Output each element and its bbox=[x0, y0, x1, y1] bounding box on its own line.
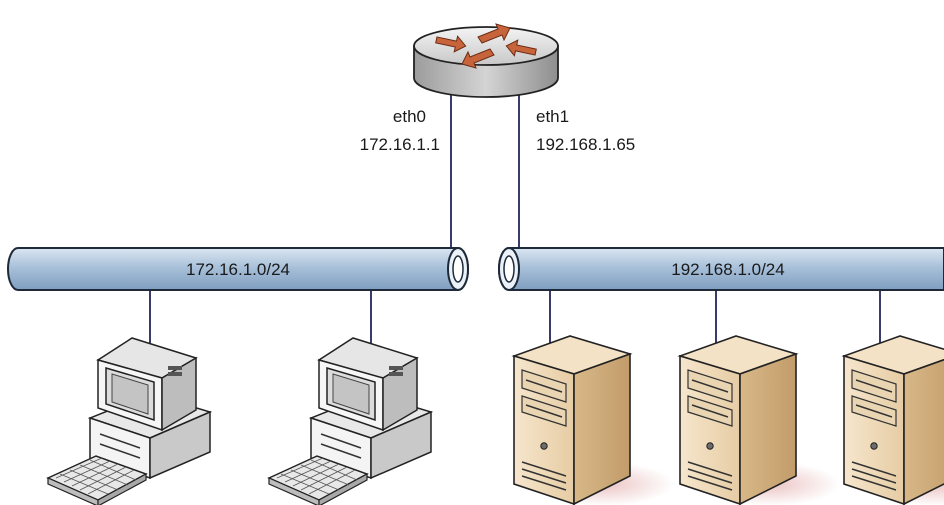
server-icon bbox=[843, 335, 944, 505]
server-icon bbox=[679, 335, 841, 505]
workstation-icon bbox=[47, 337, 211, 505]
interface-name-eth0: eth0 bbox=[393, 107, 426, 126]
interface-name-eth1: eth1 bbox=[536, 107, 569, 126]
interface-ip-eth1: 192.168.1.65 bbox=[536, 135, 635, 154]
network-label: 172.16.1.0/24 bbox=[186, 260, 290, 279]
router-icon bbox=[413, 23, 559, 98]
network-segment-1: 172.16.1.0/24 bbox=[7, 247, 469, 291]
network-label: 192.168.1.0/24 bbox=[671, 260, 784, 279]
server-icon bbox=[513, 335, 675, 505]
workstation-icon bbox=[268, 337, 432, 505]
network-segment-2: 192.168.1.0/24 bbox=[498, 247, 944, 291]
interface-ip-eth0: 172.16.1.1 bbox=[360, 135, 440, 154]
host-links bbox=[149, 290, 881, 350]
